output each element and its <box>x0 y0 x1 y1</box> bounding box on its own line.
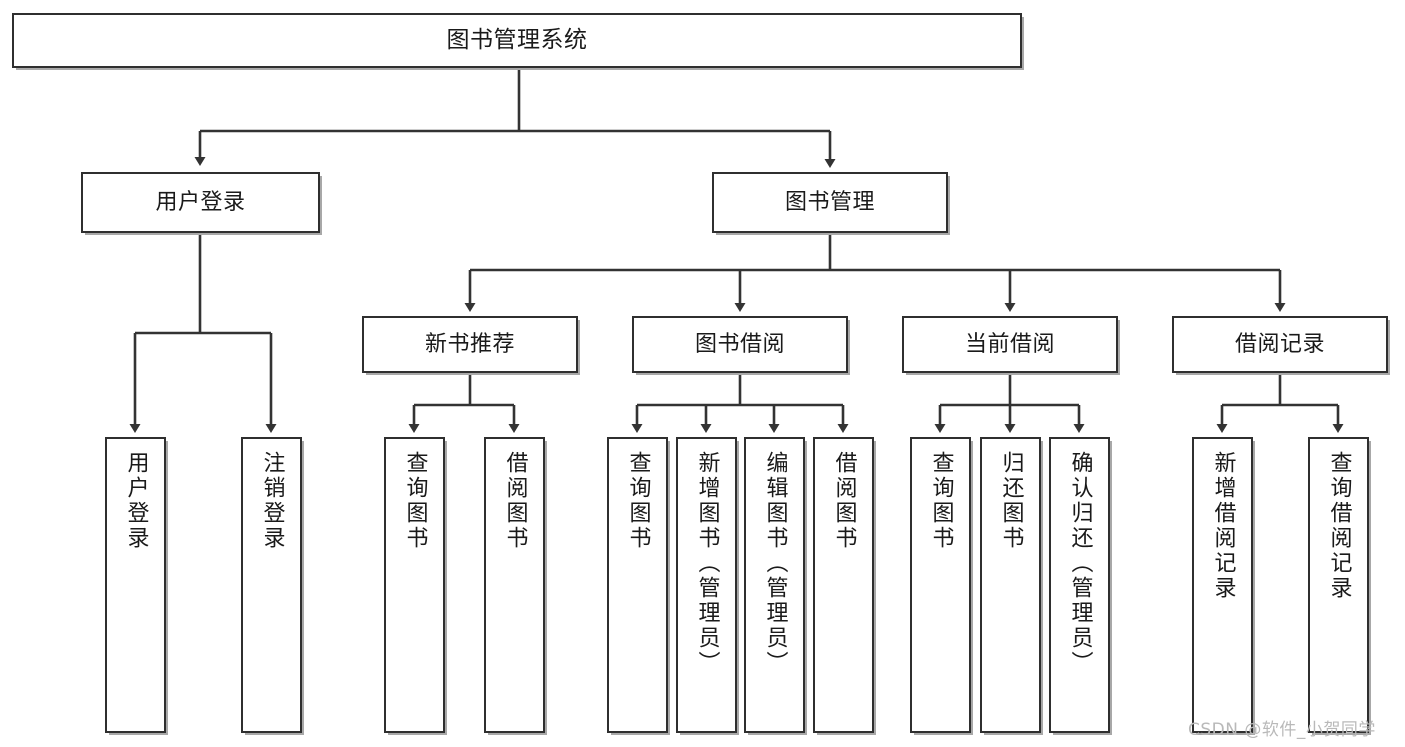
node-label: 归还图书 <box>998 451 1024 551</box>
node-label: 查询图书 <box>625 451 651 551</box>
node-label: 当前借阅 <box>964 331 1055 357</box>
node-label: 借阅图书 <box>502 451 528 551</box>
node-label: 确认归还（管理员） <box>1067 451 1093 676</box>
leaf-borrow-record-query[interactable]: 查询借阅记录 <box>1308 437 1369 733</box>
node-label: 图书借阅 <box>694 331 785 357</box>
node-borrow-record[interactable]: 借阅记录 <box>1172 316 1388 373</box>
node-label: 借阅图书 <box>831 451 857 551</box>
node-label: 图书管理系统 <box>446 26 588 53</box>
leaf-borrow-record-add[interactable]: 新增借阅记录 <box>1192 437 1253 733</box>
node-user-login[interactable]: 用户登录 <box>81 172 320 233</box>
node-label: 用户登录 <box>123 451 149 551</box>
node-label: 查询借阅记录 <box>1326 451 1352 601</box>
node-label: 用户登录 <box>155 189 246 215</box>
leaf-new-book-borrow[interactable]: 借阅图书 <box>484 437 545 733</box>
node-label: 新书推荐 <box>424 331 515 357</box>
node-label: 新增图书（管理员） <box>694 451 720 676</box>
node-root-system[interactable]: 图书管理系统 <box>12 13 1022 68</box>
leaf-book-borrow-query[interactable]: 查询图书 <box>607 437 668 733</box>
leaf-book-borrow-add[interactable]: 新增图书（管理员） <box>676 437 737 733</box>
node-label: 借阅记录 <box>1234 331 1325 357</box>
leaf-new-book-query[interactable]: 查询图书 <box>384 437 445 733</box>
node-book-management[interactable]: 图书管理 <box>712 172 948 233</box>
node-label: 注销登录 <box>259 451 285 551</box>
leaf-current-borrow-query[interactable]: 查询图书 <box>910 437 971 733</box>
node-label: 新增借阅记录 <box>1210 451 1236 601</box>
node-label: 查询图书 <box>928 451 954 551</box>
node-label: 图书管理 <box>784 189 875 215</box>
leaf-current-borrow-confirm-return[interactable]: 确认归还（管理员） <box>1049 437 1110 733</box>
leaf-user-login-login[interactable]: 用户登录 <box>105 437 166 733</box>
node-label: 编辑图书（管理员） <box>762 451 788 676</box>
node-current-borrow[interactable]: 当前借阅 <box>902 316 1118 373</box>
leaf-user-login-logout[interactable]: 注销登录 <box>241 437 302 733</box>
node-new-book-recommend[interactable]: 新书推荐 <box>362 316 578 373</box>
leaf-book-borrow-edit[interactable]: 编辑图书（管理员） <box>744 437 805 733</box>
node-label: 查询图书 <box>402 451 428 551</box>
leaf-book-borrow-borrow[interactable]: 借阅图书 <box>813 437 874 733</box>
node-book-borrow[interactable]: 图书借阅 <box>632 316 848 373</box>
leaf-current-borrow-return[interactable]: 归还图书 <box>980 437 1041 733</box>
